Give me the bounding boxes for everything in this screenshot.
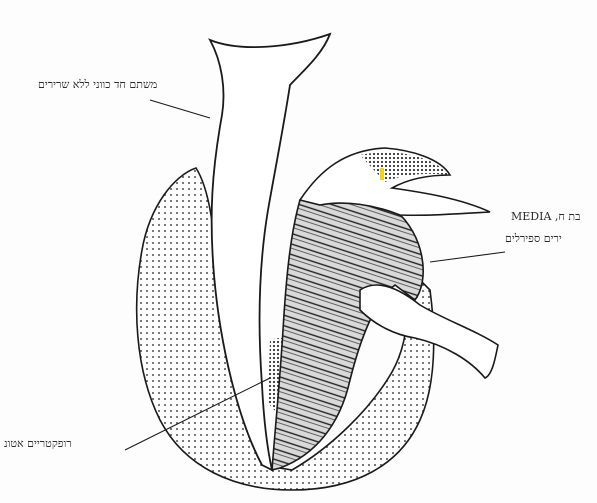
leader-line-top (150, 100, 210, 118)
leader-line-right (430, 252, 505, 262)
yellow-marker (380, 168, 384, 180)
label-unidirectional-no-muscles: משתם חד כווני ללא שרירים (38, 78, 157, 91)
label-media: MEDIA ,בת ח (511, 210, 580, 223)
label-bottom: רופקטריים אטונ (4, 437, 72, 450)
label-spiral-muscles: ירים ספירלים (505, 232, 562, 245)
